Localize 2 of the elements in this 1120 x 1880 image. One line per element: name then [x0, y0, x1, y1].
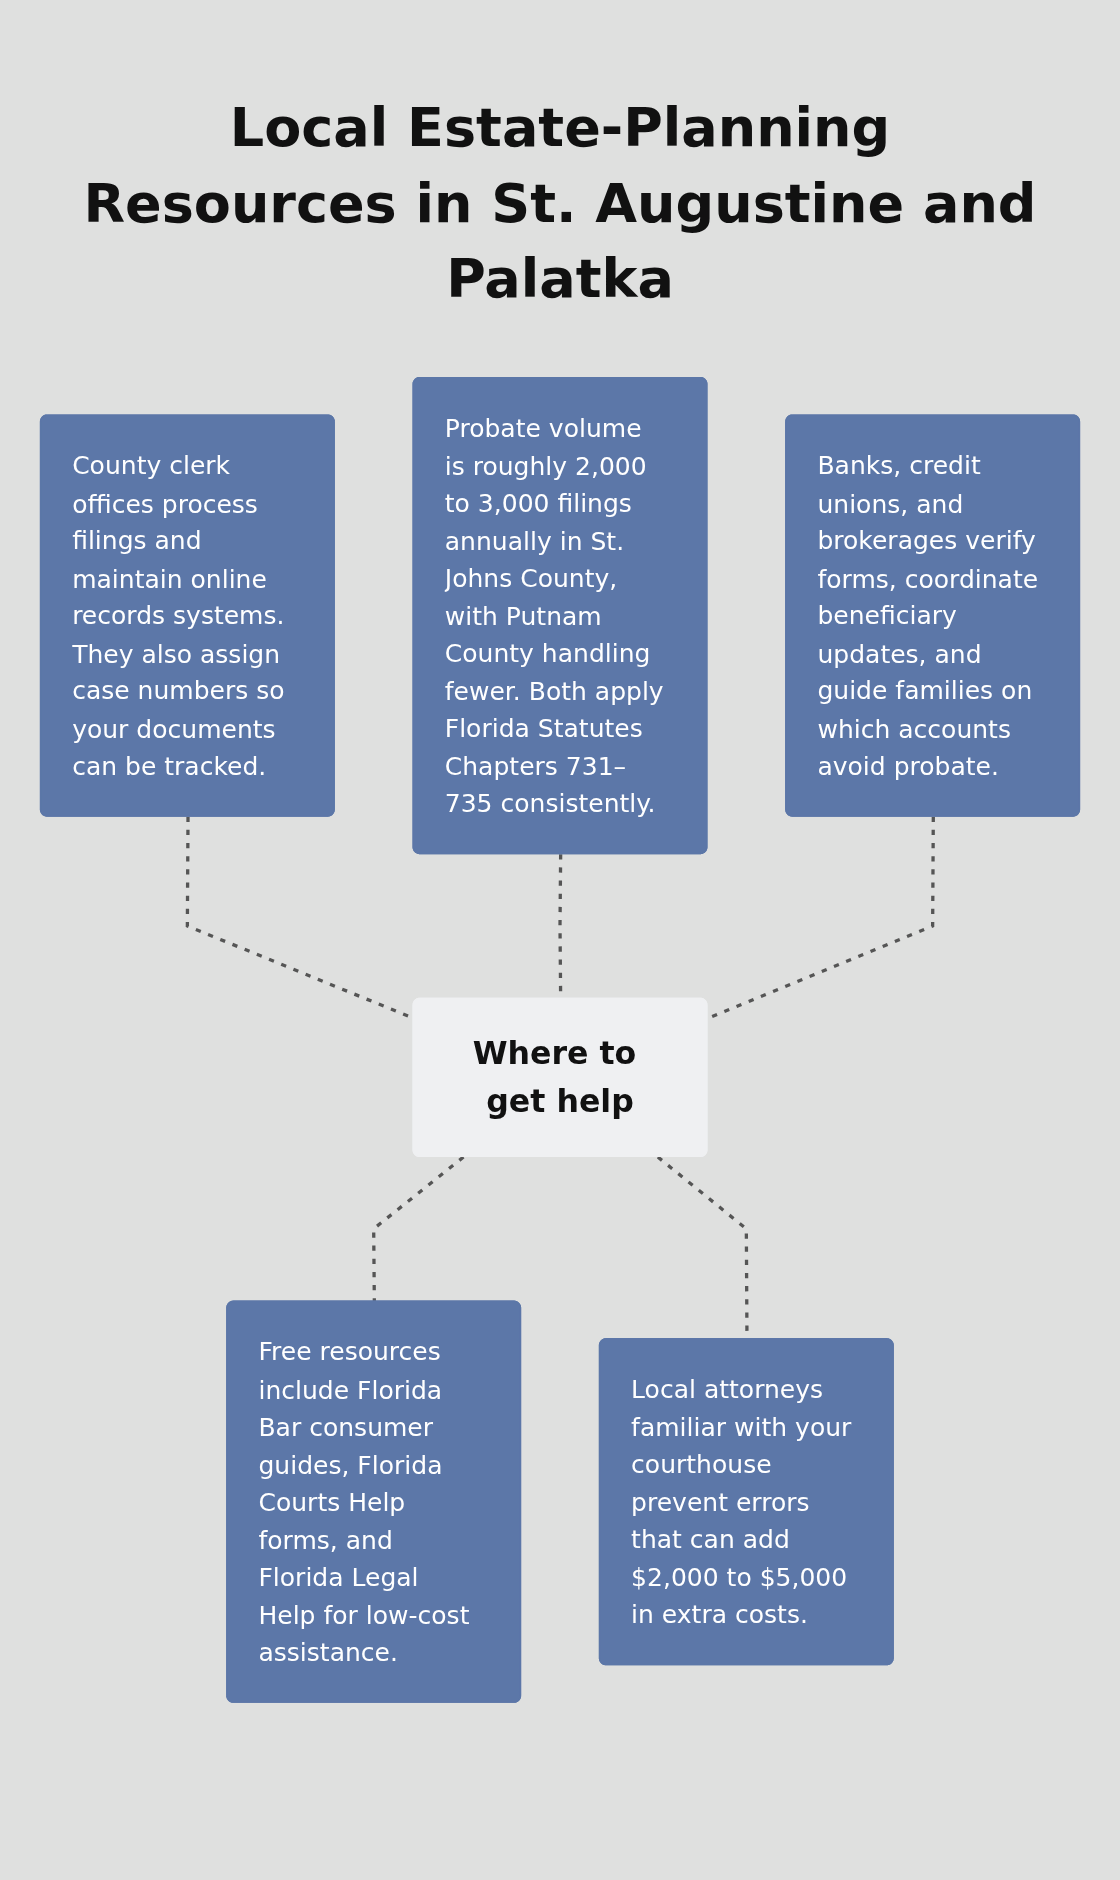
connector	[372, 1155, 465, 1302]
title: Local Estate-Planning Resources in St. Augustine and Palatka	[82, 95, 1038, 313]
